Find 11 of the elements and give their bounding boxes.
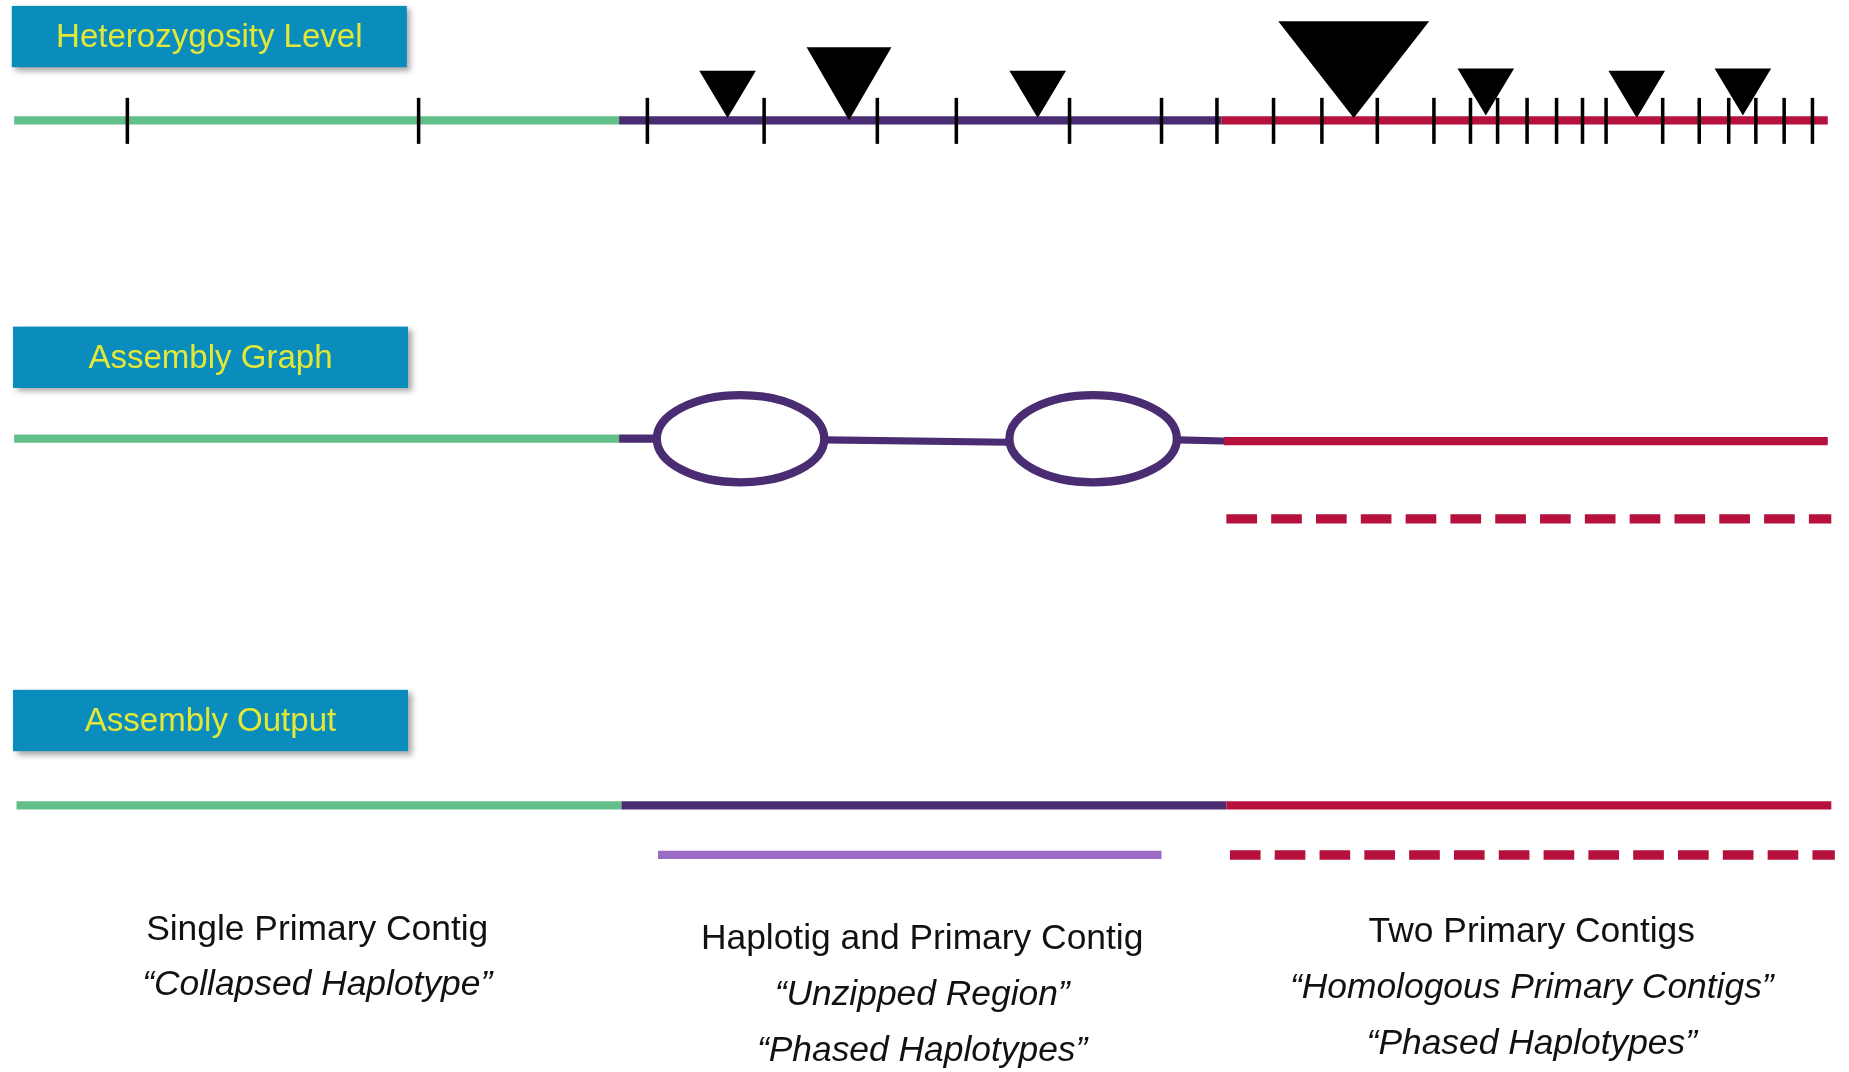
section-header: Heterozygosity Level	[11, 5, 407, 68]
region-description: “Phased Haplotypes”	[756, 1029, 1088, 1069]
region-description: “Phased Haplotypes”	[1366, 1022, 1697, 1062]
region-label: Haplotig and Primary Contig	[700, 917, 1144, 957]
region-description: “Collapsed Haplotype”	[142, 963, 493, 1003]
region-description: “Unzipped Region”	[774, 972, 1070, 1012]
region-label: Single Primary Contig	[146, 908, 489, 947]
region-label: Two Primary Contigs	[1368, 910, 1695, 950]
region-description: “Homologous Primary Contigs”	[1289, 965, 1774, 1005]
section-header: Assembly Graph	[12, 326, 408, 388]
section-header: Assembly Output	[12, 689, 408, 752]
